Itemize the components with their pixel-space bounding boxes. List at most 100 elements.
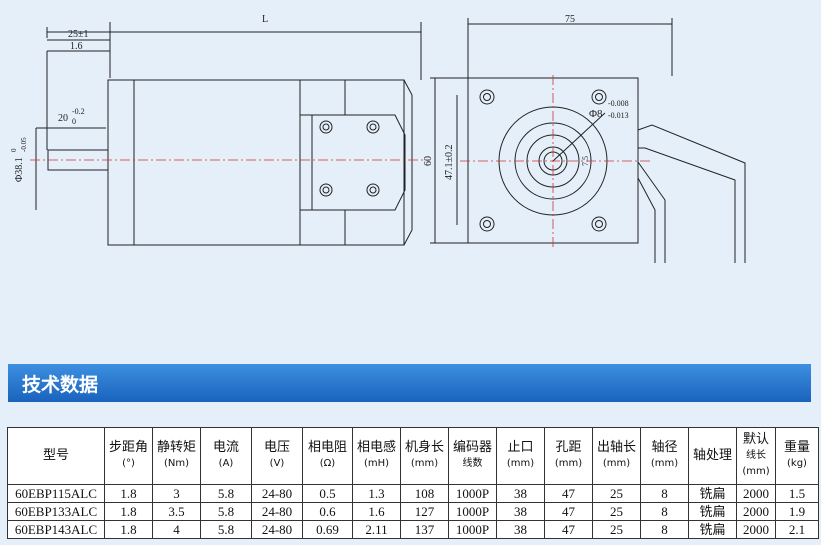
table-cell: 1.5 [775,484,819,503]
column-header: 静转矩 (Nm) [152,427,201,485]
table-cell: 38 [496,502,545,521]
table-cell: 127 [400,502,449,521]
table-cell: 铣扁 [688,484,737,503]
column-header-label: 静转矩 [156,440,196,455]
column-header-label: 出轴长 [596,440,636,455]
column-header-unit: 线数 [462,458,483,469]
table-cell: 1000P [448,484,497,503]
table-cell: 47 [544,484,593,503]
table-cell: 1000P [448,502,497,521]
table-cell: 2.11 [352,520,401,539]
table-cell: 1.3 [352,484,401,503]
column-header-label: 相电阻 [307,440,347,455]
table-cell: 24-80 [251,520,303,539]
dim-75: 75 [565,14,575,25]
column-header-unit: (°) [122,458,135,469]
table-cell: 2000 [736,520,776,539]
column-header: 机身长 (mm) [400,427,449,485]
column-header-unit: (mm) [650,458,679,469]
spec-table: 型号步距角 (°) 静转矩 (Nm) 电流 (A) 电压 (V) 相电阻 (Ω) 相电感 (mH) 机身… [7,427,819,539]
column-header: 电流 (A) [200,427,252,485]
table-cell: 1.9 [775,502,819,521]
dim-7: 7.5 [581,156,590,166]
dim-38: Φ38.1 [14,157,25,182]
dim-L: L [262,14,268,25]
column-header-label: 相电感 [356,440,396,455]
motor-technical-drawing: L 25±1 1.6 20 -0.2 0 Φ38.1 0 -0.05 75 60… [10,14,746,263]
dim-phi8-sub: -0.013 [608,111,629,120]
table-cell: 0.69 [302,520,353,539]
table-cell: 1.8 [104,502,153,521]
dim-20-sup: -0.2 [72,107,85,116]
column-header-label: 编码器 [452,440,492,455]
table-cell: 铣扁 [688,520,737,539]
table-cell: 5.8 [200,502,252,521]
table-cell: 137 [400,520,449,539]
column-header-label: 轴径 [651,440,678,455]
column-header-unit: (mm) [506,458,535,469]
table-cell: 25 [592,520,641,539]
table-cell: 25 [592,502,641,521]
column-header: 止口 (mm) [496,427,545,485]
column-header-unit: (kg) [787,458,807,469]
dim-1-6: 1.6 [70,41,83,52]
column-header-label: 机身长 [404,440,444,455]
table-cell: 5.8 [200,484,252,503]
dim-38-sub: -0.05 [20,137,28,152]
column-header-unit: (A) [218,458,234,469]
column-header-label: 止口 [507,440,534,455]
table-cell: 3.5 [152,502,201,521]
table-cell: 5.8 [200,520,252,539]
table-cell: 38 [496,520,545,539]
column-header: 步距角 (°) [104,427,153,485]
column-header: 轴径 (mm) [640,427,689,485]
table-cell: 3 [152,484,201,503]
table-cell: 8 [640,502,689,521]
column-header: 型号 [7,427,105,485]
table-cell: 2000 [736,484,776,503]
table-cell: 24-80 [251,484,303,503]
table-cell: 2.1 [775,520,819,539]
table-cell: 1.6 [352,502,401,521]
table-cell: 1.8 [104,520,153,539]
table-cell: 38 [496,484,545,503]
table-cell: 8 [640,484,689,503]
column-header-unit: (mm) [554,458,583,469]
table-header-row: 型号步距角 (°) 静转矩 (Nm) 电流 (A) 电压 (V) 相电阻 (Ω) 相电感 (mH) 机身… [7,427,819,485]
column-header-label: 默认 [742,432,769,447]
table-cell: 60EBP115ALC [7,484,105,503]
table-cell: 47 [544,502,593,521]
table-cell: 0.6 [302,502,353,521]
dim-38-sup: 0 [10,148,18,152]
dim-20: 20 [58,113,68,124]
column-header-label: 重量 [783,440,810,455]
column-header-unit: (Nm) [163,458,190,469]
column-header: 孔距 (mm) [544,427,593,485]
section-title: 技术数据 [22,374,99,396]
table-cell: 47 [544,520,593,539]
column-header: 相电阻 (Ω) [302,427,353,485]
column-header-unit: (mm) [410,458,439,469]
column-header-label: 电压 [263,440,290,455]
column-header-label: 电流 [212,440,239,455]
column-header-unit: (Ω) [319,458,336,469]
dim-47: 47.1±0.2 [444,145,455,181]
dim-phi8: Φ8 [589,108,603,120]
column-header-label: 孔距 [555,440,582,455]
column-header-label: 步距角 [108,440,148,455]
column-header-unit: (V) [269,458,285,469]
table-cell: 8 [640,520,689,539]
column-header: 编码器线数 [448,427,497,485]
column-header-unit: (mm) [602,458,631,469]
table-cell: 60EBP143ALC [7,520,105,539]
column-header: 出轴长 (mm) [592,427,641,485]
table-cell: 铣扁 [688,502,737,521]
table-cell: 4 [152,520,201,539]
table-cell: 60EBP133ALC [7,502,105,521]
table-cell: 25 [592,484,641,503]
dim-20-sub: 0 [72,117,76,126]
column-header-unit: (mH) [363,458,390,469]
